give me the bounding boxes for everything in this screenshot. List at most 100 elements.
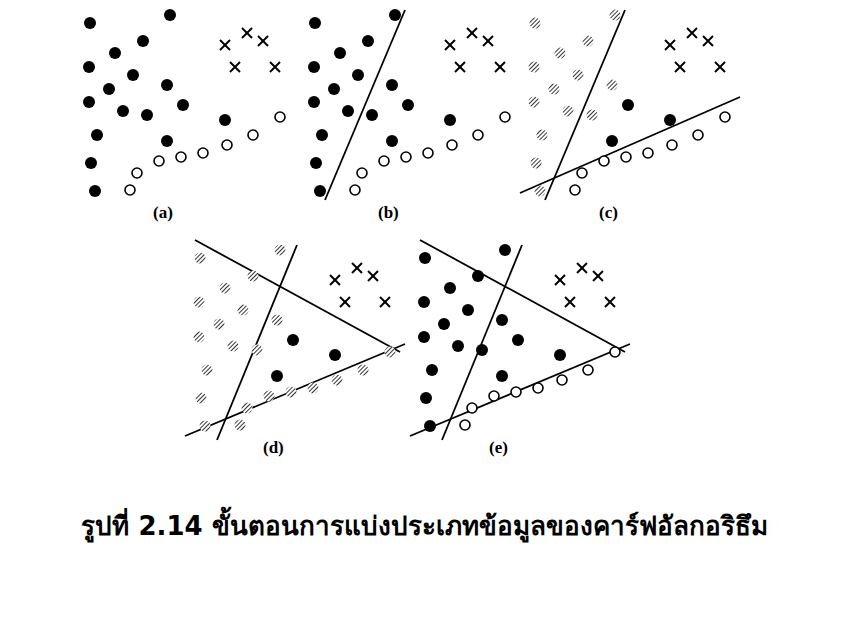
- class-cross: [467, 28, 477, 38]
- class-circle: [350, 185, 360, 195]
- class-circle: [621, 152, 631, 162]
- decision-line: [185, 344, 405, 436]
- class-cross: [495, 62, 505, 72]
- class-dot: [89, 185, 101, 197]
- hatched-dot: [531, 158, 542, 169]
- class-dot: [84, 17, 96, 29]
- class-circle: [557, 375, 567, 385]
- class-cross: [220, 40, 230, 50]
- class-dot: [418, 296, 430, 308]
- hatched-dot: [195, 253, 206, 264]
- hatched-dot: [583, 36, 594, 47]
- class-dot: [472, 270, 484, 282]
- panel-label: (d): [263, 438, 284, 458]
- class-cross: [455, 62, 465, 72]
- hatched-dot: [563, 106, 574, 117]
- hatched-dot: [264, 391, 275, 402]
- class-dot: [419, 252, 431, 264]
- class-cross: [380, 297, 390, 307]
- class-dot: [137, 35, 149, 47]
- class-dot: [161, 79, 173, 91]
- hatched-dot: [242, 403, 253, 414]
- hatched-dot: [220, 283, 231, 294]
- class-dot: [314, 185, 326, 197]
- class-circle: [643, 148, 653, 158]
- class-circle: [473, 130, 483, 140]
- hatched-dot: [248, 271, 259, 282]
- class-dot: [329, 349, 341, 361]
- class-dot: [438, 318, 450, 330]
- class-dot: [512, 334, 524, 346]
- class-dot: [271, 370, 283, 382]
- class-circle: [583, 365, 593, 375]
- decision-line: [420, 240, 625, 352]
- class-dot: [103, 83, 115, 95]
- hatched-dot: [529, 62, 540, 73]
- class-dot: [85, 157, 97, 169]
- class-circle: [447, 140, 457, 150]
- class-dot: [309, 17, 321, 29]
- class-dot: [334, 47, 346, 59]
- class-cross: [675, 62, 685, 72]
- class-dot: [83, 61, 95, 73]
- class-cross: [715, 62, 725, 72]
- hatched-dot: [235, 420, 246, 431]
- class-dot: [622, 99, 634, 111]
- hatched-dot: [200, 421, 211, 432]
- class-circle: [667, 140, 677, 150]
- class-cross: [605, 297, 615, 307]
- class-cross: [687, 28, 697, 38]
- class-dot: [164, 9, 176, 21]
- decision-line: [325, 10, 405, 200]
- class-circle: [599, 156, 609, 166]
- class-circle: [610, 347, 620, 357]
- hatched-dot: [610, 10, 621, 21]
- hatched-dot: [286, 387, 297, 398]
- class-cross: [330, 275, 340, 285]
- hatched-dot: [308, 383, 319, 394]
- hatched-dot: [228, 341, 239, 352]
- class-dot: [366, 109, 378, 121]
- class-dot: [352, 69, 364, 81]
- class-circle: [198, 148, 208, 158]
- class-dot: [328, 83, 340, 95]
- hatched-dot: [202, 365, 213, 376]
- class-circle: [132, 168, 142, 178]
- class-dot: [496, 314, 508, 326]
- class-circle: [357, 168, 367, 178]
- class-circle: [693, 130, 703, 140]
- panel-label: (a): [153, 203, 173, 223]
- decision-line: [410, 344, 630, 436]
- class-cross: [445, 40, 455, 50]
- class-circle: [533, 383, 543, 393]
- class-circle: [423, 148, 433, 158]
- decision-line: [520, 97, 740, 193]
- class-dot: [606, 135, 618, 147]
- hatched-dot: [194, 297, 205, 308]
- class-cross: [340, 297, 350, 307]
- class-dot: [308, 61, 320, 73]
- class-circle: [500, 112, 510, 122]
- class-dot: [554, 349, 566, 361]
- class-dot: [141, 109, 153, 121]
- hatched-dot: [555, 48, 566, 59]
- class-cross: [368, 271, 378, 281]
- class-dot: [452, 340, 464, 352]
- class-dot: [109, 47, 121, 59]
- class-circle: [720, 112, 730, 122]
- class-dot: [418, 331, 430, 343]
- class-circle: [275, 112, 285, 122]
- class-circle: [489, 391, 499, 401]
- class-circle: [570, 185, 580, 195]
- class-circle: [467, 403, 477, 413]
- class-dot: [83, 96, 95, 108]
- class-dot: [287, 334, 299, 346]
- class-cross: [242, 28, 252, 38]
- decision-line: [195, 240, 400, 352]
- class-cross: [703, 36, 713, 46]
- hatched-dot: [535, 186, 546, 197]
- class-circle: [176, 152, 186, 162]
- class-circle: [401, 152, 411, 162]
- class-dot: [310, 157, 322, 169]
- class-circle: [577, 168, 587, 178]
